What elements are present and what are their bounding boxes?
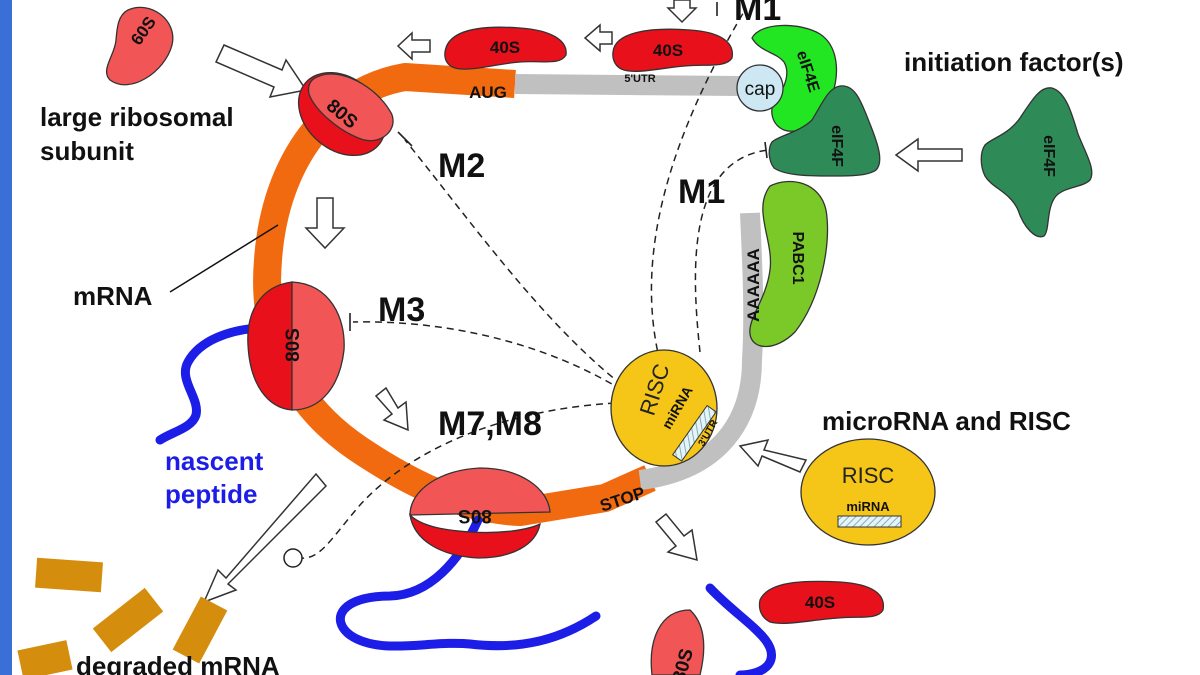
inhibition-lines: [299, 9, 769, 559]
risc-free-label: RISC: [842, 463, 895, 488]
mrna-pointer-line: [169, 224, 279, 293]
mechanism-m3: M3: [378, 291, 425, 329]
mrna-3utr: [638, 212, 764, 490]
risc-complex-bound: RISC miRNA 3'UTR: [610, 349, 721, 467]
mrna-5utr: [514, 74, 741, 96]
mirna-free-label: miRNA: [846, 499, 890, 514]
scanning-40s-subunit-1: 40S: [444, 26, 567, 70]
arrow-elongation-2: [374, 386, 409, 432]
ribosome-80s-partial: 80S: [650, 609, 705, 675]
arrow-degradation: [202, 472, 328, 604]
label-nascent-line1: nascent: [165, 446, 264, 476]
process-arrows: [202, 0, 963, 604]
ribosome-80s-elongation: 80S: [247, 281, 345, 411]
arrow-termination: [654, 512, 698, 562]
scanning-40s-subunit-2: 40S: [612, 28, 733, 72]
label-large-subunit-line2: subunit: [40, 136, 134, 166]
eif4e-factor: eIF4E: [751, 24, 838, 132]
ribosome-80s-label-2: 80S: [283, 328, 304, 362]
arrow-40s-scan-1: [396, 31, 431, 61]
label-mrna: mRNA: [73, 281, 153, 311]
mechanism-m7-m8: M7,M8: [438, 405, 542, 443]
ribosome-80s-termination: 80S: [409, 467, 551, 559]
degraded-mrna-fragments: [17, 557, 228, 675]
aug-label: AUG: [469, 83, 507, 102]
mrna-cap: cap: [736, 64, 784, 112]
label-degraded-mrna: degraded mRNA: [76, 651, 280, 675]
arrow-elongation-1: [304, 197, 346, 250]
mechanism-m1-top: M1: [734, 0, 781, 28]
released-40s-subunit: 40S: [758, 580, 885, 624]
eif4f-free-label: eIF4F: [1040, 135, 1057, 177]
polya-label: AAAAAA: [744, 248, 763, 322]
slide-edge-bar: [0, 0, 12, 675]
cap-label: cap: [745, 79, 776, 100]
pabc1-label: PABC1: [789, 231, 806, 284]
arrow-60s-join: [214, 44, 308, 98]
label-large-subunit-line1: large ribosomal: [40, 102, 234, 132]
scanning-40s-label-1: 40S: [490, 38, 520, 57]
arrow-top-down: [666, 0, 698, 24]
mechanism-m2: M2: [438, 147, 485, 185]
arrow-40s-scan-2: [583, 23, 613, 53]
ribosome-80s-label-3: 80S: [458, 505, 492, 526]
risc-complex-free: RISC miRNA: [800, 438, 936, 546]
terminated-peptide-chain: [705, 583, 777, 675]
arrow-risc-binding: [738, 438, 808, 473]
label-nascent-peptide: nascent peptide: [165, 446, 271, 509]
label-initiation-factors: initiation factor(s): [904, 47, 1124, 77]
released-peptide-chain: [336, 515, 601, 651]
inhibition-bars: [349, 2, 768, 331]
label-microrna-risc: microRNA and RISC: [822, 406, 1071, 436]
utr5-label: 5'UTR: [624, 73, 655, 85]
scanning-40s-label-2: 40S: [653, 41, 683, 60]
released-40s-label: 40S: [805, 593, 835, 612]
mechanism-m1: M1: [678, 173, 725, 211]
label-nascent-line2: peptide: [165, 479, 257, 509]
pabc1-factor: PABC1: [749, 180, 829, 347]
degradation-endpoint: [283, 548, 303, 568]
eif4f-bound-factor: eIF4F: [768, 85, 881, 177]
label-large-subunit: large ribosomal subunit: [40, 102, 241, 166]
free-60s-subunit: 60S: [105, 6, 174, 86]
arrow-eif4f-binding: [894, 137, 963, 173]
eif4f-free-factor: eIF4F: [980, 87, 1093, 238]
ribosome-80s-initiation: 80S: [297, 71, 394, 157]
nascent-peptide-chain: [155, 323, 263, 445]
eif4f-bound-label: eIF4F: [828, 125, 845, 167]
